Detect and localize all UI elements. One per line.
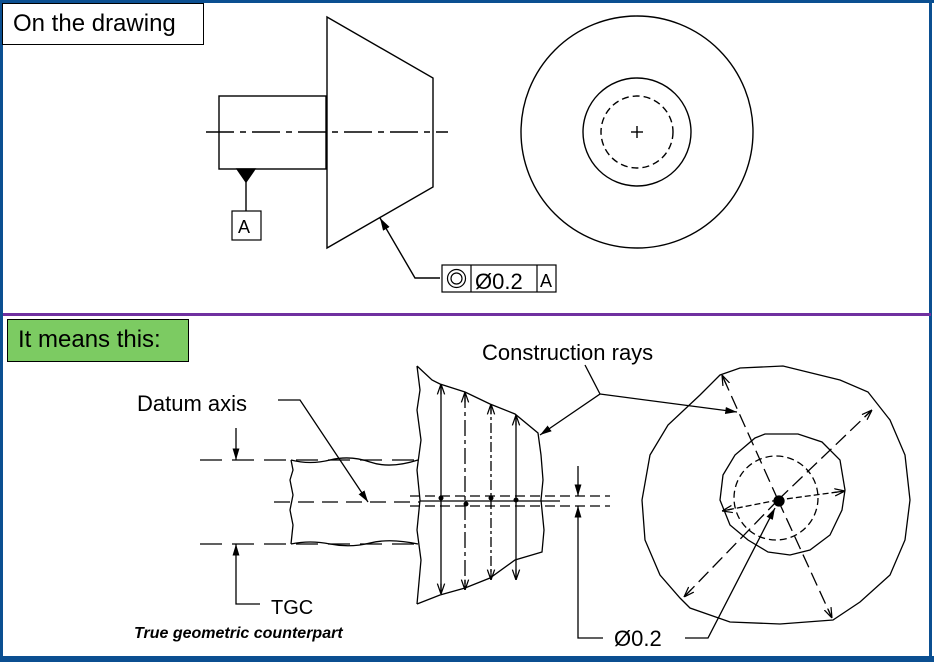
hidden-circle [600,95,674,169]
radial-ray-4 [722,499,779,511]
tolerance-zone-label: Ø0.2 [614,626,662,651]
axis-points [438,495,519,507]
zone-bottom-arrow [574,506,603,639]
side-view [206,15,557,293]
interpretation-end-view [641,365,911,639]
radial-ray-5 [684,499,779,597]
zone-leader [685,507,776,639]
center-mark-icon [631,126,643,138]
cone-actual-surface [416,365,545,605]
shaft-actual-surface [289,457,419,547]
frame-border-bottom [0,656,934,662]
fcf-frame [441,264,557,293]
on-the-drawing-label: On the drawing [2,3,204,45]
middle-circle [582,77,692,187]
hidden-actual-circle [733,455,819,541]
frame-border-top [0,0,934,3]
outer-circle [520,15,754,249]
datum-axis-label: Datum axis [137,391,247,416]
it-means-this-label: It means this: [7,319,189,362]
datum-box [231,210,262,241]
frame-border-left [0,0,3,662]
construction-rays-leader-a [539,364,601,436]
radial-ray-2 [777,410,872,501]
tgc-bottom-arrow [232,544,260,605]
end-view [520,15,754,249]
center-point [773,495,785,507]
cone-outline [326,15,434,250]
radial-ray-1 [722,375,779,501]
fcf-tolerance: Ø0.2 [475,269,523,294]
frame-border-right [929,0,932,662]
datum-triangle-icon [235,168,257,184]
interpretation-side-view [200,364,738,639]
concentricity-icon [446,268,467,289]
middle-actual-profile [719,433,846,556]
construction-rays-leader-b [599,393,738,414]
construction-rays-label: Construction rays [482,340,653,365]
radial-ray-6 [777,499,832,618]
tgc-full-label: True geometric counterpart [134,625,343,642]
panel-divider [3,313,931,316]
datum-axis-leader [278,399,369,503]
fcf-datum: A [540,271,552,291]
datum-letter: A [238,217,250,237]
tgc-label: TGC [271,597,313,619]
outer-actual-profile [641,365,911,625]
fcf-leader [379,217,440,279]
radial-ray-3 [777,491,845,501]
